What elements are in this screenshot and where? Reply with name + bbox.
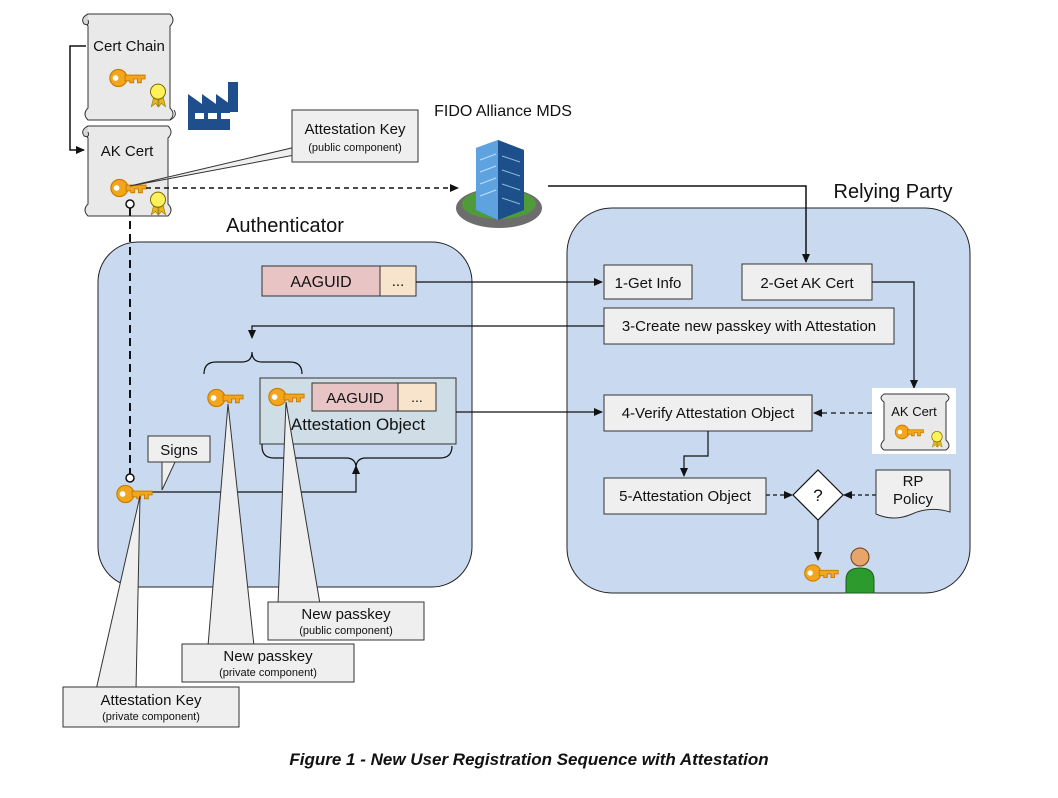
svg-text:RP: RP xyxy=(903,473,924,490)
svg-text:Attestation Object: Attestation Object xyxy=(291,415,425,434)
step-5-attestation-object: 5-Attestation Object xyxy=(603,477,767,515)
cert-chain-scroll: Cert Chain xyxy=(82,13,176,121)
figure-caption: Figure 1 - New User Registration Sequenc… xyxy=(289,750,769,769)
signs-callout: Signs xyxy=(147,435,211,463)
signs-arrow xyxy=(146,465,360,493)
svg-text:(public component): (public component) xyxy=(299,625,393,637)
building-icon xyxy=(456,140,542,228)
mds-to-get-ak-cert-arrow xyxy=(548,185,810,263)
svg-text:Signs: Signs xyxy=(160,442,198,459)
step-2-get-ak-cert: 2-Get AK Cert xyxy=(741,263,873,301)
aaguid-block: AAGUID ... xyxy=(261,265,417,297)
ak-cert-label: AK Cert xyxy=(101,143,154,160)
rp-ak-cert-seal-icon xyxy=(931,431,943,448)
authenticator-label: Authenticator xyxy=(226,215,344,237)
svg-text:Attestation Key: Attestation Key xyxy=(305,121,406,138)
factory-icon xyxy=(188,82,238,130)
cert-chain-seal-icon xyxy=(149,83,167,108)
create-passkey-arrow xyxy=(248,325,604,339)
rp-ak-cert-scroll: AK Cert xyxy=(872,388,956,454)
ak-cert-seal-icon xyxy=(149,191,167,216)
svg-text:2-Get AK Cert: 2-Get AK Cert xyxy=(760,275,854,292)
svg-text:...: ... xyxy=(392,273,405,290)
svg-text:New passkey: New passkey xyxy=(301,606,391,623)
svg-text:3-Create new passkey with Atte: 3-Create new passkey with Attestation xyxy=(622,318,876,335)
top-brace xyxy=(203,351,303,375)
get-ak-cert-to-scroll-arrow xyxy=(872,281,918,389)
step-4-verify: 4-Verify Attestation Object xyxy=(603,394,813,432)
svg-text:1-Get Info: 1-Get Info xyxy=(615,275,682,292)
ak-cert-scroll: AK Cert xyxy=(82,125,172,217)
user-icon xyxy=(845,547,875,594)
svg-text:AK Cert: AK Cert xyxy=(891,404,937,419)
svg-text:AAGUID: AAGUID xyxy=(326,390,384,407)
svg-text:5-Attestation Object: 5-Attestation Object xyxy=(619,488,752,505)
attestation-key-public-callout: Attestation Key (public component) xyxy=(291,109,419,163)
rp-policy-document: RP Policy xyxy=(875,469,951,519)
chain-bracket xyxy=(69,45,86,154)
svg-text:Policy: Policy xyxy=(893,491,934,508)
svg-text:(private component): (private component) xyxy=(219,667,317,679)
mds-label: FIDO Alliance MDS xyxy=(434,103,572,120)
ak-link-end-dot xyxy=(125,473,135,483)
svg-text:Attestation Key: Attestation Key xyxy=(101,692,202,709)
step-3-create-passkey: 3-Create new passkey with Attestation xyxy=(603,307,895,345)
step-1-get-info: 1-Get Info xyxy=(603,264,693,300)
svg-text:(public component): (public component) xyxy=(308,142,402,154)
ak-link-start-dot xyxy=(125,199,135,209)
cert-chain-label: Cert Chain xyxy=(93,38,165,55)
svg-text:New passkey: New passkey xyxy=(223,648,313,665)
verify-to-step5-arrow xyxy=(680,431,709,477)
attestation-object: AAGUID ... Attestation Object xyxy=(259,377,457,445)
svg-text:?: ? xyxy=(813,486,822,505)
svg-text:...: ... xyxy=(411,389,423,405)
svg-text:(private component): (private component) xyxy=(102,711,200,723)
registration-diagram: Authenticator Relying Party Cert Chain A… xyxy=(62,13,971,728)
relying-party-label: Relying Party xyxy=(834,181,953,203)
svg-text:AAGUID: AAGUID xyxy=(290,274,351,291)
new-passkey-private-callout: New passkey (private component) xyxy=(181,643,355,683)
attestation-key-private-callout: Attestation Key (private component) xyxy=(62,686,240,728)
new-passkey-public-callout: New passkey (public component) xyxy=(267,601,425,641)
svg-text:4-Verify Attestation Object: 4-Verify Attestation Object xyxy=(622,405,795,422)
